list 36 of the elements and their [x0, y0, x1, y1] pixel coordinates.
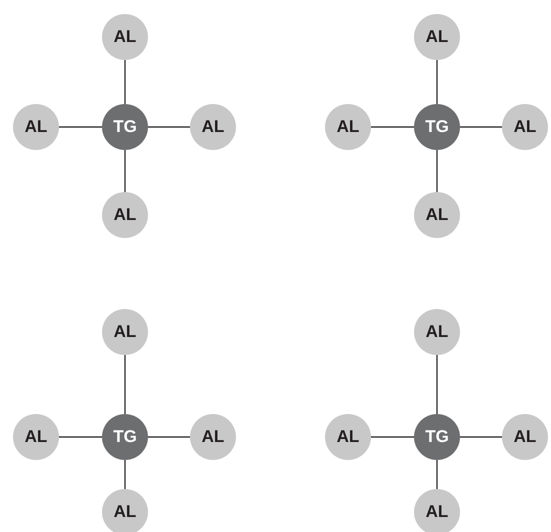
node-label: AL [24, 426, 48, 448]
connector-line [460, 436, 502, 438]
node-label: AL [514, 426, 536, 448]
connector-line [436, 355, 438, 414]
node-label: AL [114, 204, 136, 226]
node-label: AL [426, 204, 448, 226]
connector-line [59, 126, 102, 128]
node-label: TG [425, 426, 449, 448]
connector-line [124, 150, 126, 192]
node-label: AL [514, 116, 536, 138]
node-label: AL [114, 501, 136, 524]
connector-line [371, 126, 414, 128]
node-label: AL [202, 426, 224, 448]
connector-line [124, 460, 126, 489]
node-label: TG [425, 116, 449, 138]
node-label: AL [114, 321, 136, 344]
connector-line [59, 436, 102, 438]
node-label: TG [113, 426, 137, 448]
connector-line [436, 460, 438, 489]
connector-line [436, 60, 438, 104]
node-label: AL [426, 501, 448, 524]
node-label: AL [202, 116, 224, 138]
connector-line [436, 150, 438, 192]
node-label: AL [426, 321, 448, 344]
connector-line [148, 126, 190, 128]
connector-line [124, 60, 126, 104]
node-label: AL [336, 116, 360, 138]
connector-line [371, 436, 414, 438]
connector-line [148, 436, 190, 438]
node-label: AL [24, 116, 48, 138]
node-label: AL [114, 26, 136, 48]
node-label: AL [426, 26, 448, 48]
connector-line [124, 355, 126, 414]
node-label: TG [113, 116, 137, 138]
node-label: AL [336, 426, 360, 448]
connector-line [460, 126, 502, 128]
